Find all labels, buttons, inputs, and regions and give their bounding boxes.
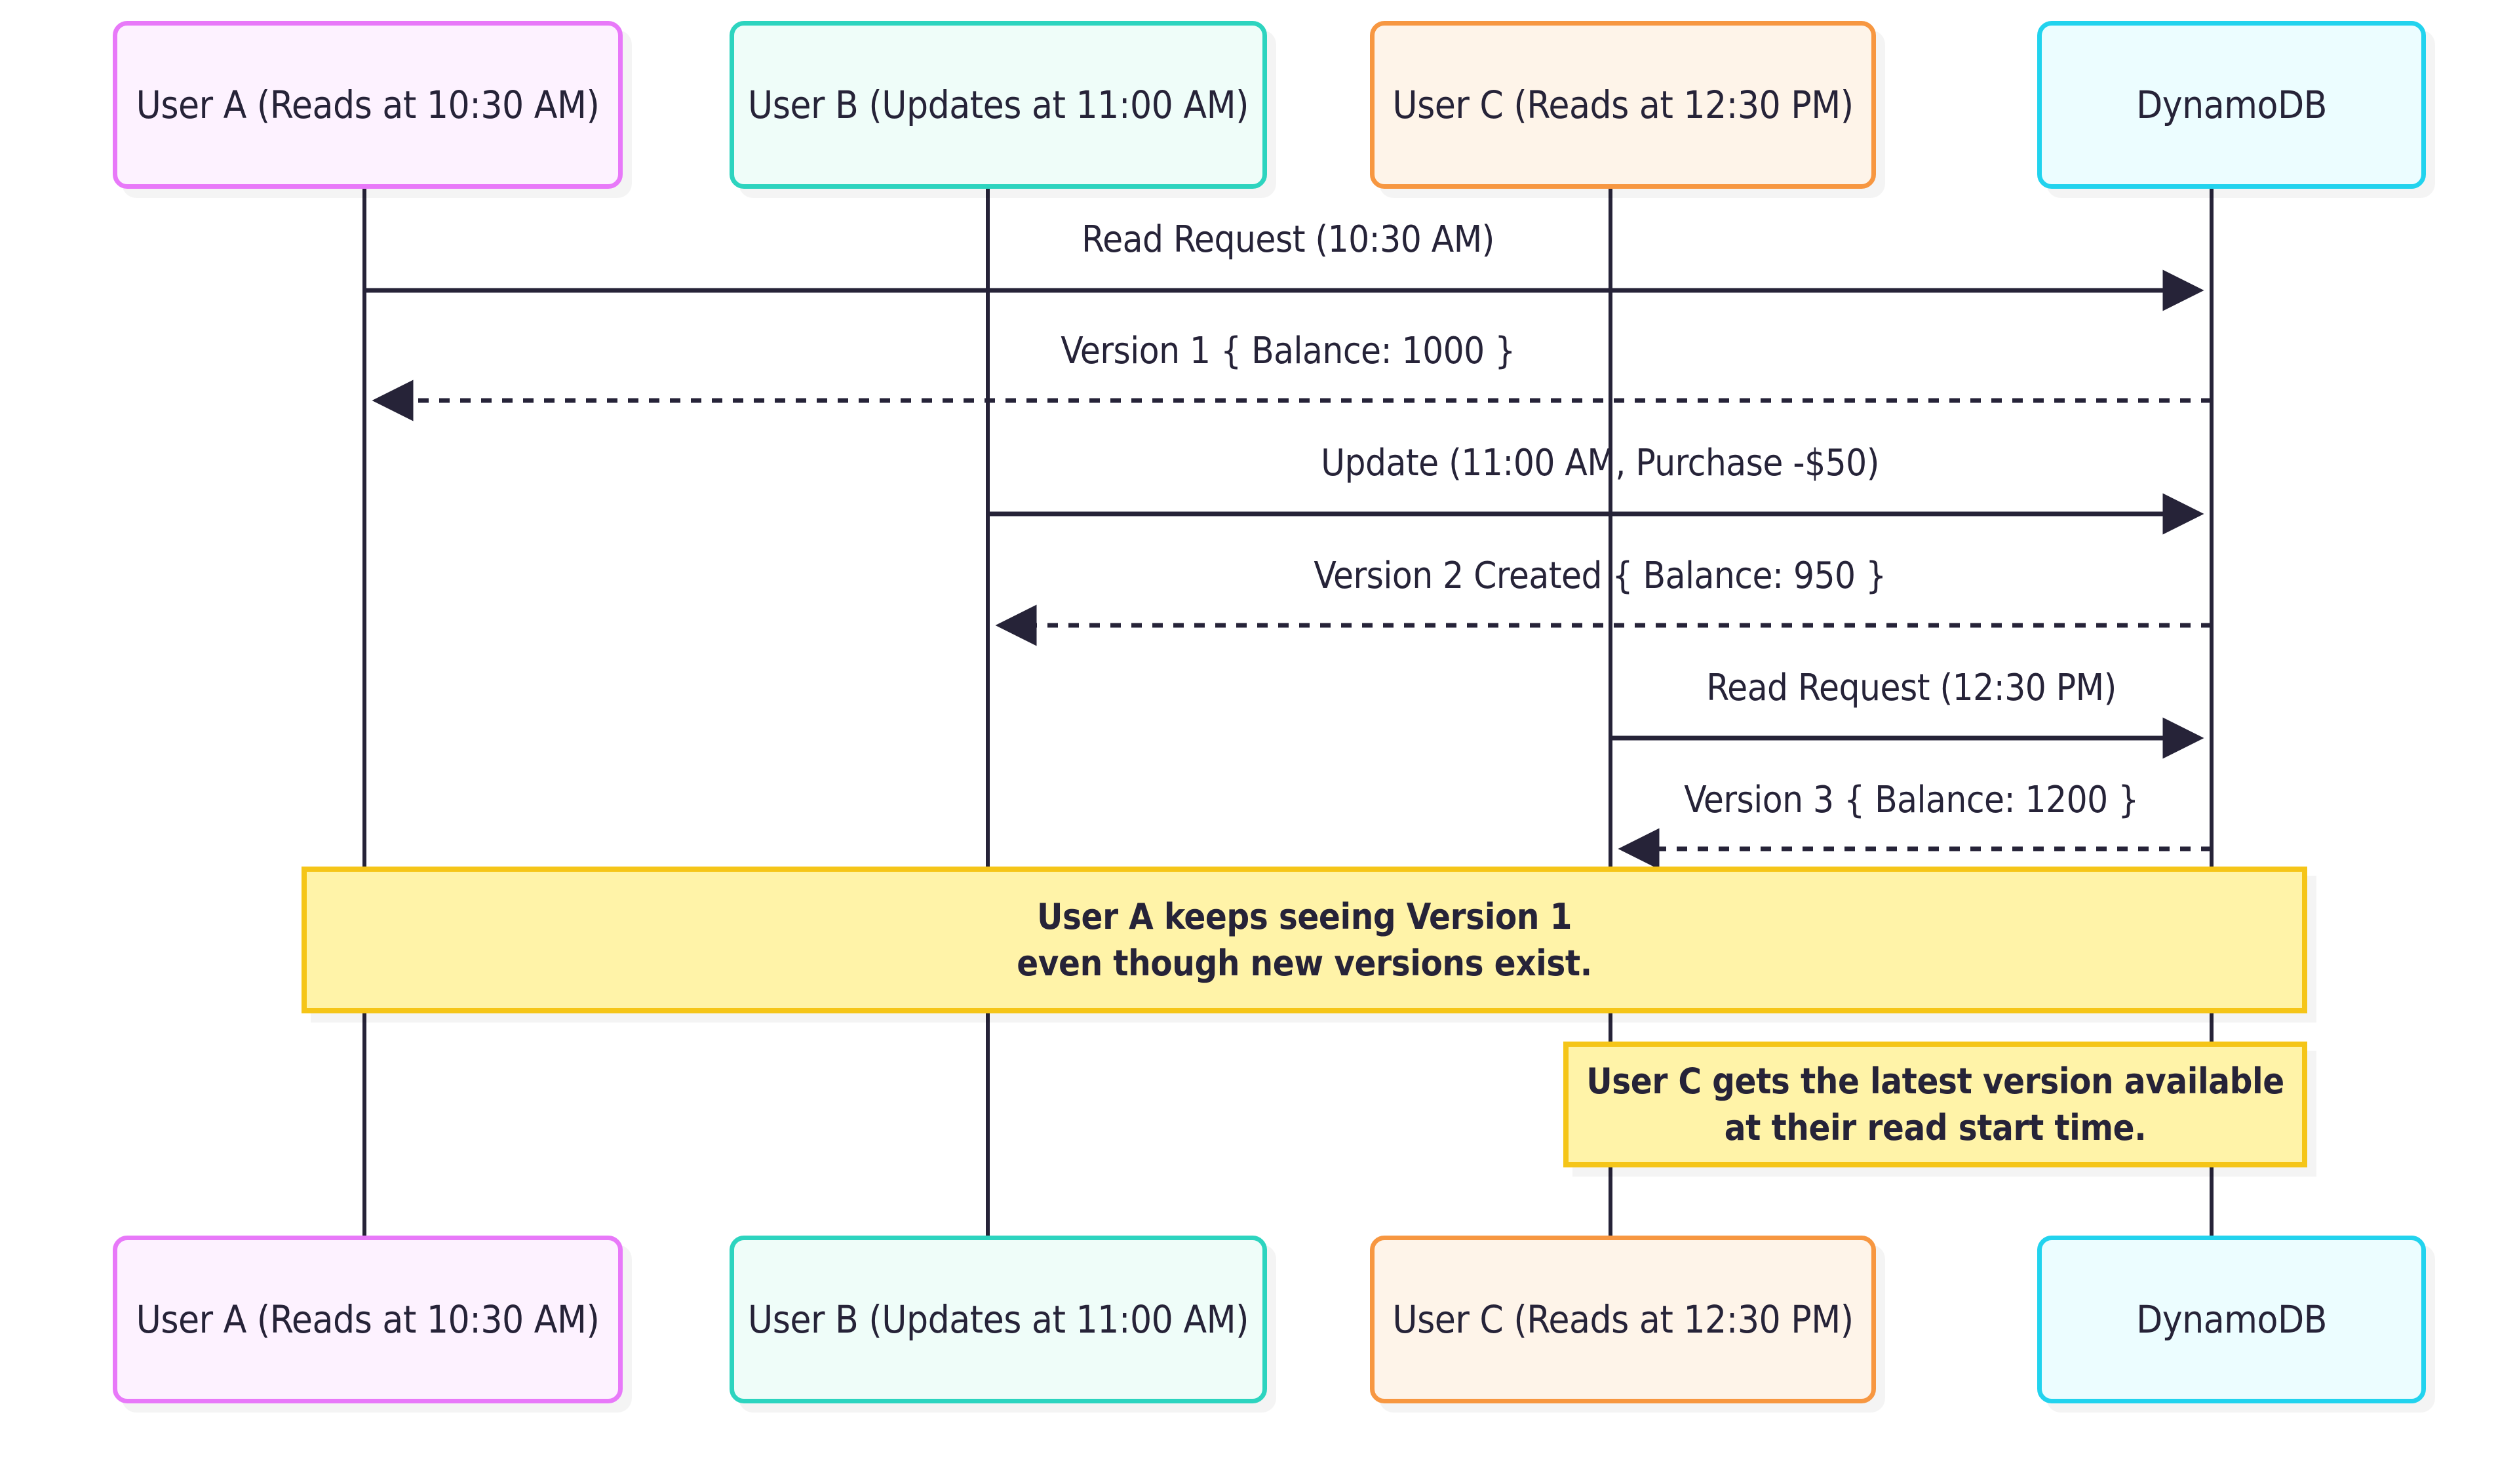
participant-label-dynamodb-top: DynamoDB <box>2136 83 2327 127</box>
participant-label-userA-top: User A (Reads at 10:30 AM) <box>136 83 600 127</box>
participant-box-dynamodb-top[interactable]: DynamoDB <box>2037 21 2426 189</box>
participant-label-userC-bottom: User C (Reads at 12:30 PM) <box>1392 1297 1854 1342</box>
message-arrows-group <box>364 269 2212 870</box>
participant-label-dynamodb-bottom: DynamoDB <box>2136 1297 2327 1342</box>
participant-label-userB-top: User B (Updates at 11:00 AM) <box>748 83 1249 127</box>
participant-box-userC-top[interactable]: User C (Reads at 12:30 PM) <box>1370 21 1876 189</box>
note-text-note1: User A keeps seeing Version 1 even thoug… <box>1017 895 1592 984</box>
participant-box-userA-bottom[interactable]: User A (Reads at 10:30 AM) <box>113 1236 623 1403</box>
participant-box-userB-bottom[interactable]: User B (Updates at 11:00 AM) <box>730 1236 1267 1403</box>
note-note2: User C gets the latest version available… <box>1563 1042 2307 1167</box>
participant-box-userC-bottom[interactable]: User C (Reads at 12:30 PM) <box>1370 1236 1876 1403</box>
message-label-m2: Version 1 { Balance: 1000 } <box>1061 330 1515 372</box>
participant-box-userB-top[interactable]: User B (Updates at 11:00 AM) <box>730 21 1267 189</box>
note-note1: User A keeps seeing Version 1 even thoug… <box>302 867 2307 1013</box>
participant-label-userA-bottom: User A (Reads at 10:30 AM) <box>136 1297 600 1342</box>
message-label-m4: Version 2 Created { Balance: 950 } <box>1314 555 1886 597</box>
message-label-m6: Version 3 { Balance: 1200 } <box>1684 779 2139 821</box>
message-label-m1: Read Request (10:30 AM) <box>1082 218 1494 261</box>
participant-box-dynamodb-bottom[interactable]: DynamoDB <box>2037 1236 2426 1403</box>
participant-box-userA-top[interactable]: User A (Reads at 10:30 AM) <box>113 21 623 189</box>
participant-label-userC-top: User C (Reads at 12:30 PM) <box>1392 83 1854 127</box>
message-label-m5: Read Request (12:30 PM) <box>1706 667 2117 709</box>
participant-label-userB-bottom: User B (Updates at 11:00 AM) <box>748 1297 1249 1342</box>
note-text-note2: User C gets the latest version available… <box>1586 1060 2284 1148</box>
message-label-m3: Update (11:00 AM, Purchase -$50) <box>1321 442 1879 484</box>
